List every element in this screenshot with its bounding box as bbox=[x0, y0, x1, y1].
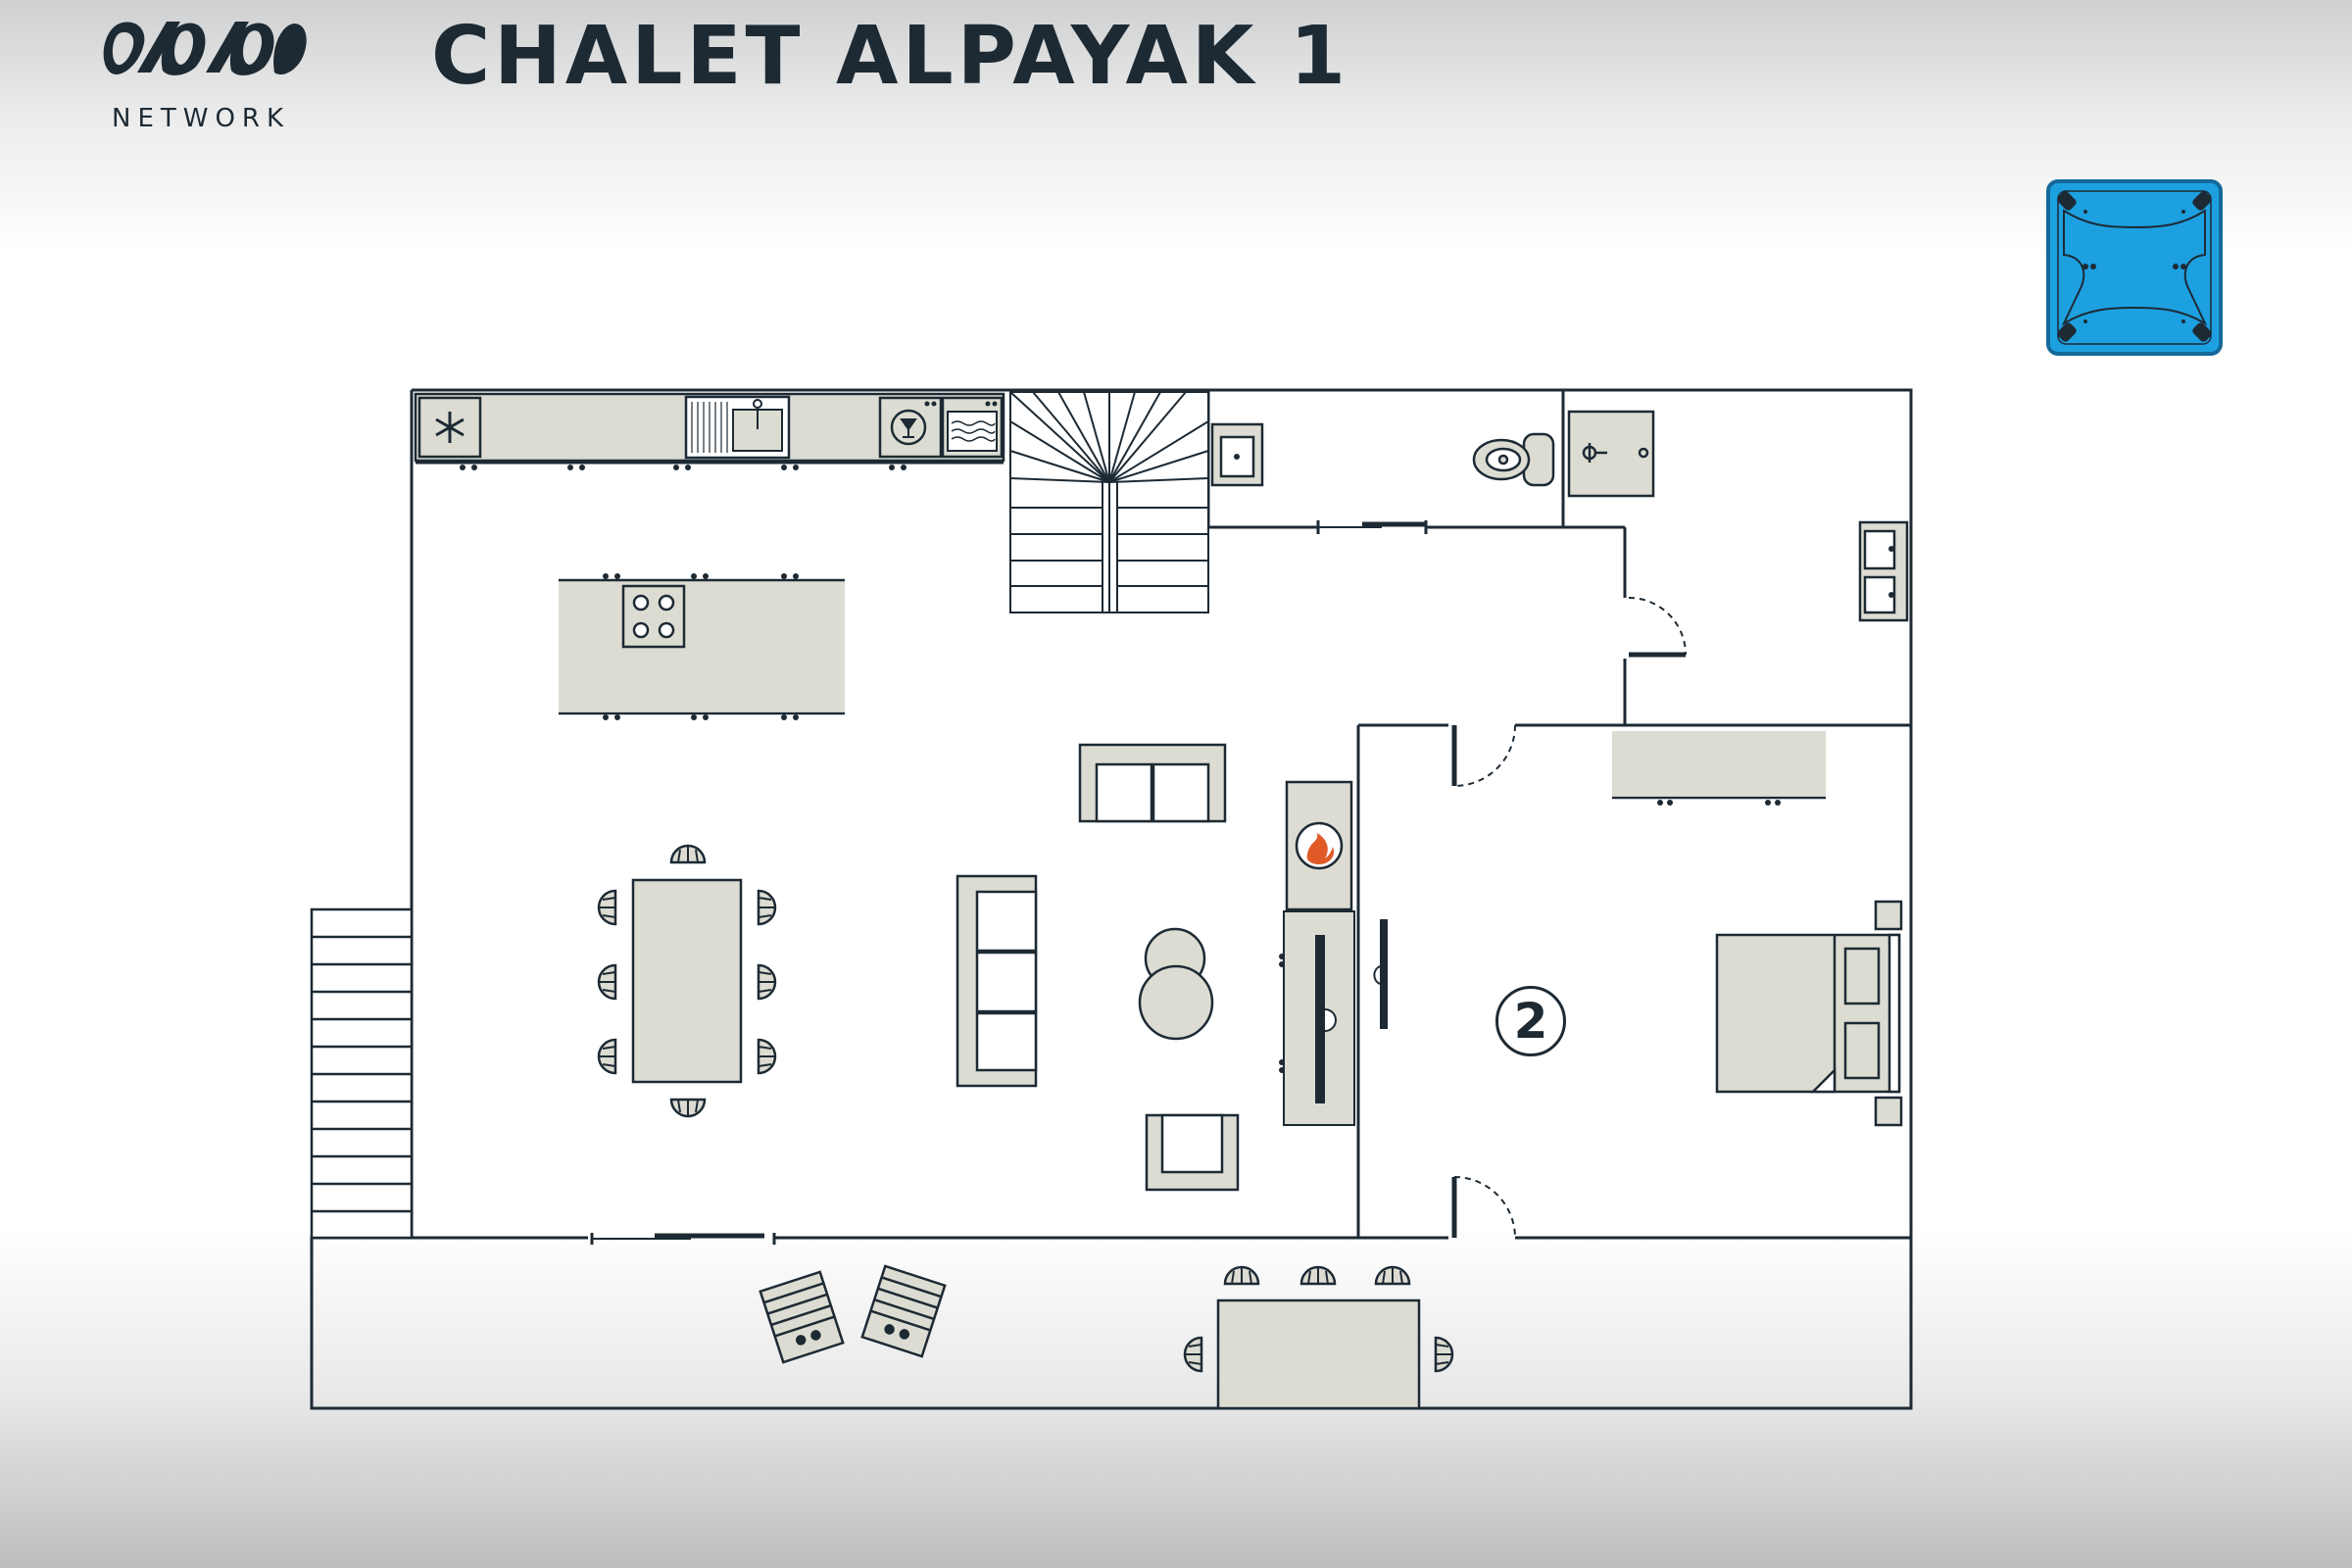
washbasin bbox=[1210, 422, 1264, 487]
oven-icon bbox=[941, 396, 1004, 459]
brand-logo: NETWORK bbox=[98, 14, 314, 133]
wine-fridge-icon bbox=[878, 396, 943, 459]
bedroom-door-bottom bbox=[1451, 1176, 1516, 1239]
room-number-badge: 2 bbox=[1495, 986, 1566, 1056]
interior-staircase bbox=[1009, 391, 1209, 613]
wardrobe bbox=[1612, 731, 1826, 806]
exterior-stairs bbox=[310, 907, 414, 1240]
fireplace-icon bbox=[1295, 821, 1344, 870]
lounge-chair-right bbox=[860, 1264, 947, 1358]
sofa-top bbox=[1078, 743, 1227, 823]
snowflake-icon bbox=[417, 396, 482, 459]
coffee-tables bbox=[1138, 927, 1214, 1041]
terrace-table bbox=[1183, 1265, 1454, 1410]
bedroom-tv-icon bbox=[1373, 919, 1388, 1029]
double-vanity bbox=[1858, 520, 1909, 622]
bedroom-door-top bbox=[1451, 724, 1516, 787]
bathroom-sliding-door bbox=[1316, 520, 1428, 534]
armchair bbox=[1145, 1113, 1240, 1192]
lounge-chair-left bbox=[759, 1270, 845, 1364]
cooktop-icon bbox=[621, 584, 686, 649]
hallway-door bbox=[1628, 597, 1687, 658]
hot-tub-icon bbox=[2046, 179, 2223, 356]
terrace-sliding-door bbox=[590, 1233, 776, 1245]
sofa-left bbox=[956, 874, 1038, 1088]
brand-name: NETWORK bbox=[112, 104, 291, 133]
page-title: CHALET ALPAYAK 1 bbox=[431, 10, 1350, 103]
shower bbox=[1567, 410, 1655, 498]
tv-icon bbox=[1315, 935, 1337, 1103]
double-bed bbox=[1715, 900, 1903, 1127]
toilet-icon bbox=[1472, 432, 1555, 487]
dining-table bbox=[597, 844, 777, 1118]
sink-icon bbox=[684, 395, 791, 460]
onv-logo-mark bbox=[103, 22, 307, 75]
kitchen-island bbox=[559, 573, 845, 720]
